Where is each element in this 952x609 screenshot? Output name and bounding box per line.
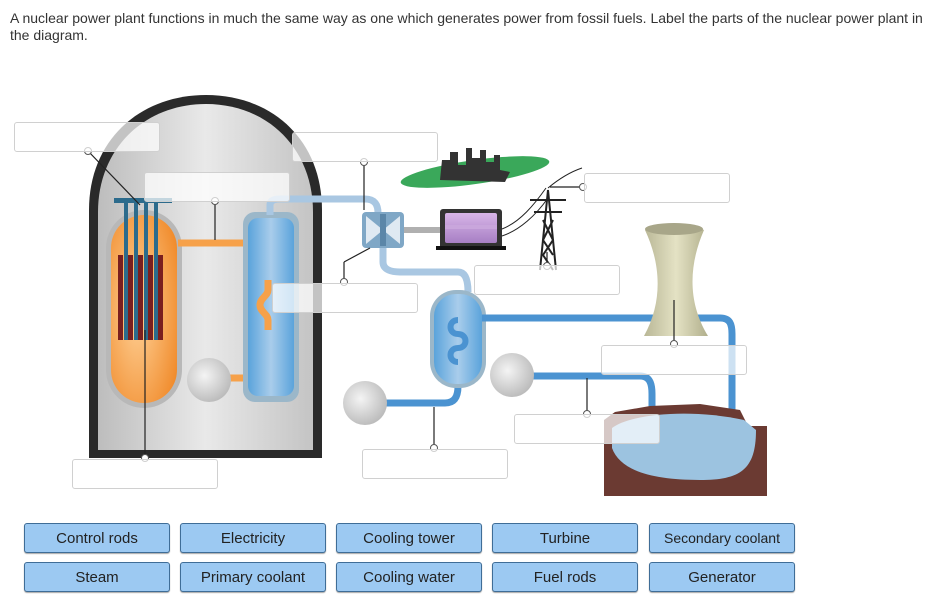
- drop-target-8[interactable]: [514, 414, 660, 444]
- leader-lines: [87, 150, 675, 458]
- question-text: A nuclear power plant functions in much …: [10, 10, 923, 43]
- turbine: [362, 212, 404, 248]
- answer-primary-coolant[interactable]: Primary coolant: [180, 562, 326, 592]
- steam-line: [266, 195, 382, 222]
- drop-target-9[interactable]: [362, 449, 508, 479]
- drop-target-3[interactable]: [144, 172, 290, 202]
- condenser: [430, 290, 486, 388]
- steam-generator: [243, 212, 299, 402]
- city-skyline: [400, 148, 550, 188]
- answer-steam[interactable]: Steam: [24, 562, 170, 592]
- drop-target-6[interactable]: [272, 283, 418, 313]
- cooling-pump: [490, 353, 534, 397]
- pylon: [530, 189, 566, 271]
- primary-pump: [187, 358, 231, 402]
- secondary-pump: [343, 381, 387, 425]
- answer-secondary-coolant[interactable]: Secondary coolant: [649, 523, 795, 553]
- cooling-water-pipes: [482, 314, 736, 470]
- drop-target-10[interactable]: [72, 459, 218, 489]
- answer-cooling-tower[interactable]: Cooling tower: [336, 523, 482, 553]
- answer-cooling-water[interactable]: Cooling water: [336, 562, 482, 592]
- drop-target-1[interactable]: [14, 122, 160, 152]
- answer-fuel-rods[interactable]: Fuel rods: [492, 562, 638, 592]
- cooling-tower: [644, 223, 708, 336]
- control-rods: [114, 198, 172, 340]
- generator: [436, 209, 506, 250]
- answer-turbine[interactable]: Turbine: [492, 523, 638, 553]
- fuel-rods: [118, 255, 163, 340]
- answer-control-rods[interactable]: Control rods: [24, 523, 170, 553]
- secondary-coolant-line: [379, 245, 472, 293]
- power-lines: [501, 167, 583, 237]
- drop-target-4[interactable]: [584, 173, 730, 203]
- drop-target-2[interactable]: [292, 132, 438, 162]
- turbine-shaft: [404, 227, 444, 233]
- answer-generator[interactable]: Generator: [649, 562, 795, 592]
- answer-electricity[interactable]: Electricity: [180, 523, 326, 553]
- drop-target-5[interactable]: [474, 265, 620, 295]
- drop-target-7[interactable]: [601, 345, 747, 375]
